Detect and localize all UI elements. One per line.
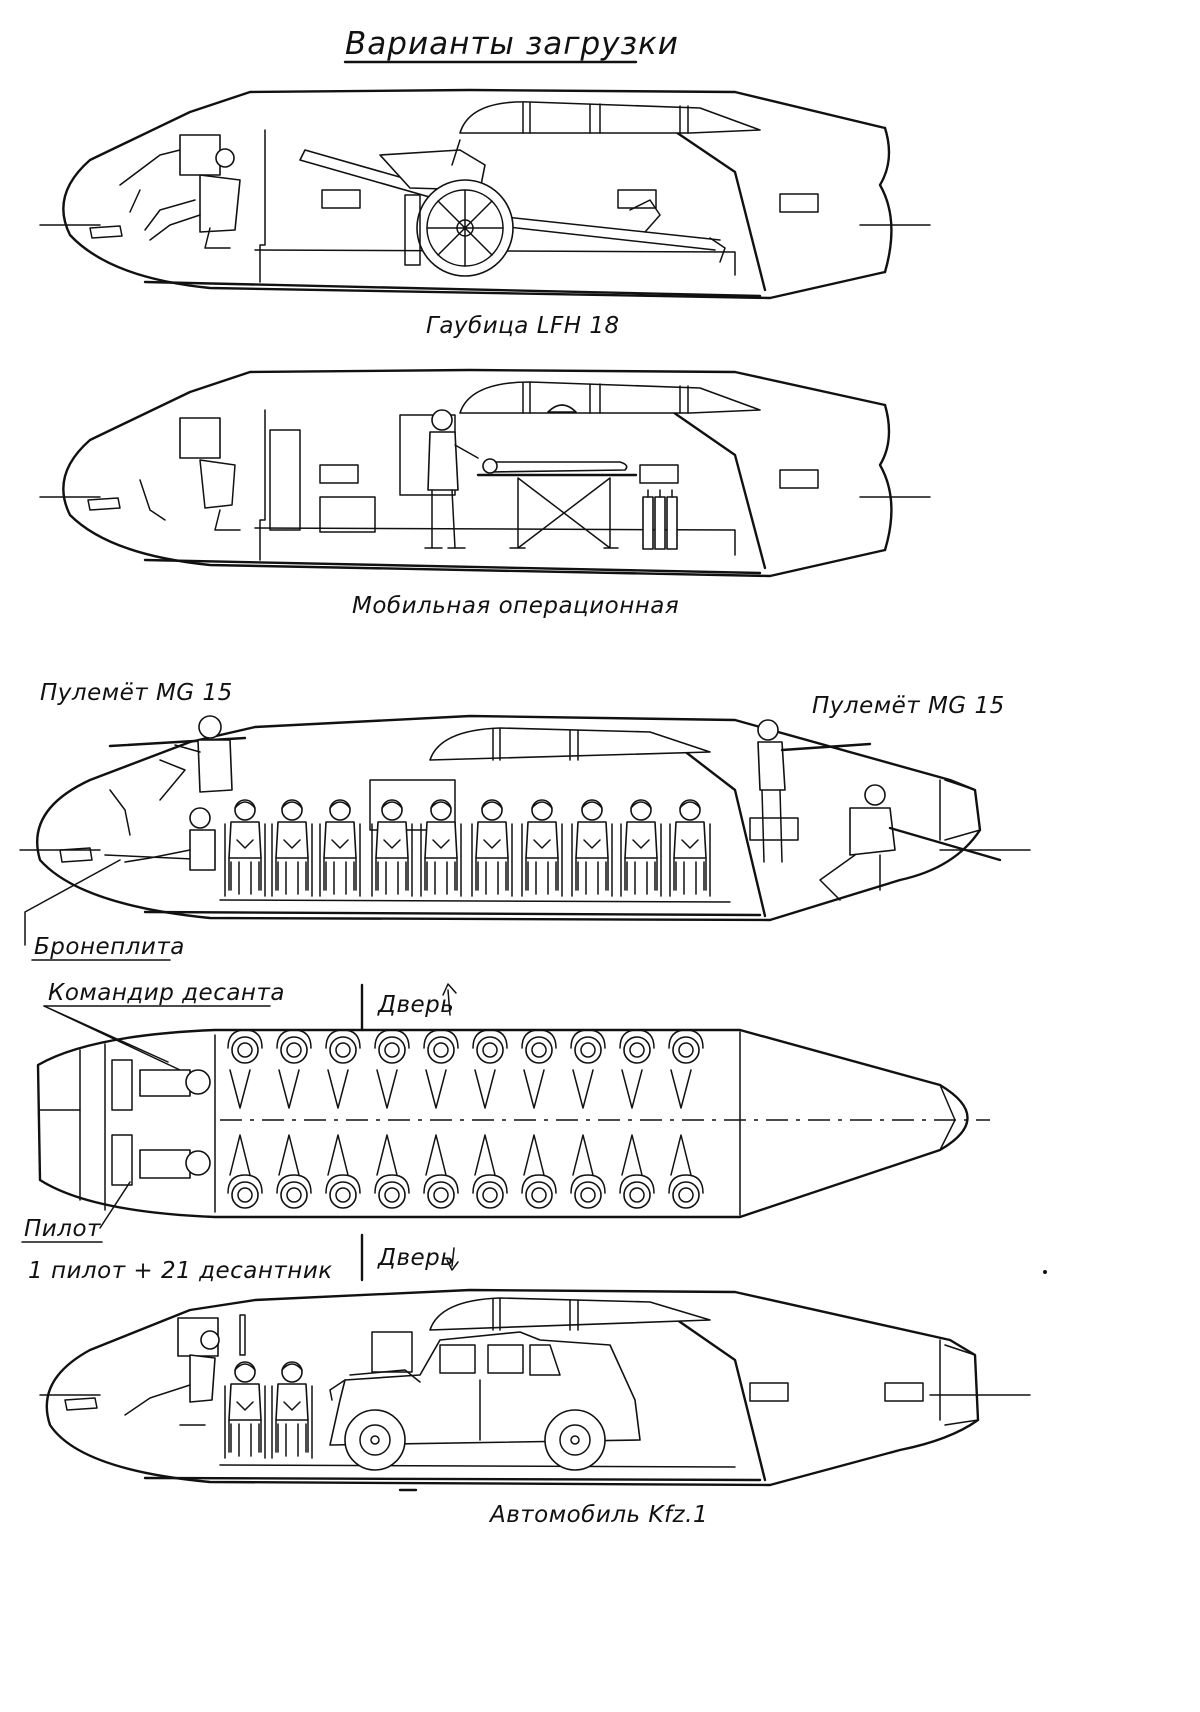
troop-seats-top-row [227,1029,704,1109]
gunner-rear-kneeling [819,784,1002,901]
troop-seats-bottom-row [227,1134,704,1209]
panel-troops: Пулемёт MG 15 Пулемёт MG 15 [19,680,1031,961]
diagram-title: Варианты загрузки [343,26,679,64]
label-door-top: Дверь [377,992,454,1018]
label-door-bottom: Дверь [377,1245,454,1271]
troop-row-vehicle [224,1361,313,1459]
pilot-figure [144,134,241,249]
label-pilot: Пилот [24,1216,101,1242]
label-armor: Бронеплита [34,934,185,960]
label-capacity: 1 пилот + 21 десантник [28,1258,333,1284]
kubelwagen-figure [329,1331,641,1471]
title-text: Варианты загрузки [345,26,679,62]
panel-howitzer: Гаубица LFH 18 [39,88,931,339]
armor-plate-callout: Бронеплита [24,859,185,961]
howitzer-figure [299,139,726,277]
oxygen-cylinders [642,489,678,550]
fuselage-outline [39,88,931,300]
label-mg-rear: Пулемёт MG 15 [812,693,1005,719]
surgeon-figure [424,409,479,549]
plan-cockpit [111,1059,211,1186]
fuselage-outline [39,1288,1031,1492]
gunner-front [108,715,247,801]
label-mg-front: Пулемёт MG 15 [40,680,233,706]
pilot-figure [109,789,216,871]
troop-row-side [224,799,711,897]
caption-vehicle: Автомобиль Kfz.1 [488,1502,708,1528]
gunner-rear-standing [757,719,872,863]
panel-vehicle: Автомобиль Kfz.1 [39,1288,1031,1528]
caption-howitzer: Гаубица LFH 18 [426,313,620,339]
caption-surgery: Мобильная операционная [352,593,679,619]
cockpit-seat [139,417,241,531]
fuselage-outline [39,368,931,578]
panel-surgery: Мобильная операционная [39,368,931,619]
pilot-figure [124,1317,220,1426]
fuselage-outline [36,1028,990,1219]
fuselage-outline [19,714,1031,922]
panel-plan: Командир десанта Дверь [21,980,1047,1284]
operating-table [476,458,638,549]
label-commander: Командир десанта [48,980,285,1006]
